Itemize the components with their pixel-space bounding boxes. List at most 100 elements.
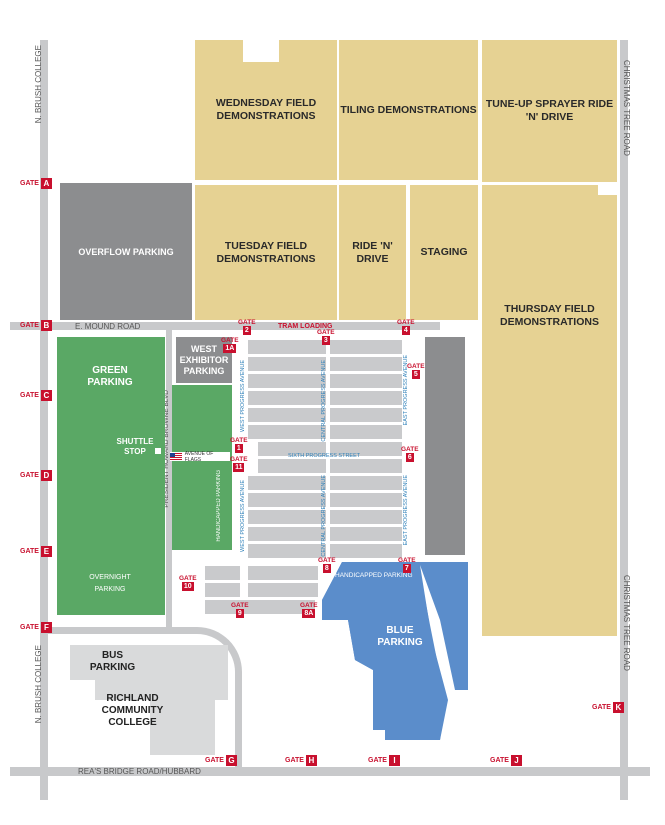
tiling-field: TILING DEMONSTRATIONS — [339, 40, 478, 180]
gate-word: GATE — [20, 472, 39, 479]
gate-badge: 1A — [223, 344, 237, 353]
gate-word: GATE — [20, 624, 39, 631]
overflow-parking: OVERFLOW PARKING — [60, 183, 192, 320]
reas-road-label: REA'S BRIDGE ROAD/HUBBARD — [78, 767, 201, 776]
gate-word: GATE — [397, 319, 415, 326]
handicapped-parking-west — [172, 385, 232, 550]
curve-road — [160, 627, 242, 772]
exhibit-lot-row — [248, 493, 326, 507]
gate-word: GATE — [592, 704, 611, 711]
gate-badge: K — [612, 702, 624, 713]
exhibit-lot-row — [330, 544, 402, 558]
christmas-tree-label-bottom: CHRISTMAS TREE ROAD — [622, 575, 631, 671]
president-blvd-road — [166, 330, 172, 630]
exhibit-lot-row — [205, 583, 240, 597]
gate-word: GATE — [401, 446, 419, 453]
shuttle-stop-label: SHUTTLE STOP — [116, 437, 154, 456]
gate-badge: 11 — [233, 463, 245, 472]
exhibit-lot-row — [330, 391, 402, 405]
gate-badge: C — [40, 390, 52, 401]
gate-badge: J — [510, 755, 522, 766]
avenue-of-flags-label: AVENUE OF FLAGS — [184, 450, 214, 463]
gate-badge: B — [40, 320, 52, 331]
exhibit-lot-row — [258, 459, 326, 473]
gate-badge: A — [40, 178, 52, 189]
gate-word: GATE — [490, 757, 509, 764]
gate-badge: I — [388, 755, 400, 766]
green-parking-label: GREEN PARKING — [87, 365, 133, 388]
exhibit-lot-row — [330, 357, 402, 371]
gate-word: GATE — [205, 757, 224, 764]
ride-n-drive-field: RIDE 'N' DRIVE — [339, 185, 406, 320]
gate-word: GATE — [20, 548, 39, 555]
gate-badge: 9 — [235, 609, 244, 618]
gate-badge: E — [40, 546, 52, 557]
gate-word: GATE — [368, 757, 387, 764]
gate-word: GATE — [230, 437, 248, 444]
gate-badge: 10 — [181, 582, 194, 591]
exhibit-lot-row — [330, 527, 402, 541]
exhibit-lot-row — [330, 340, 402, 354]
exhibit-lot-row — [248, 583, 318, 597]
exhibit-lot-row — [248, 527, 326, 541]
bus-parking-label: BUS PARKING — [89, 650, 136, 673]
handicapped-south-label: HANDICAPPED PARKING — [335, 572, 413, 579]
exhibit-lot-row — [248, 408, 326, 422]
exhibit-lot-row — [330, 459, 402, 473]
gate-word: GATE — [285, 757, 304, 764]
gate-badge: 8 — [322, 564, 331, 573]
exhibit-lot-row — [248, 566, 318, 580]
exhibit-lot-row — [330, 493, 402, 507]
gate-word: GATE — [179, 575, 197, 582]
exhibit-lot-row — [205, 600, 315, 614]
gate-word: GATE — [230, 456, 248, 463]
exhibit-lot-row — [330, 425, 402, 439]
notch — [243, 40, 279, 62]
exhibit-lot-row — [248, 544, 326, 558]
blue-parking-label: BLUE PARKING — [377, 625, 423, 648]
tram-loading-label: TRAM LOADING — [278, 323, 333, 330]
gate-badge: 1 — [234, 444, 243, 453]
gate-word: GATE — [317, 329, 335, 336]
east-exhibit-lot — [425, 337, 465, 555]
gate-badge: 4 — [401, 326, 410, 335]
exhibit-lot-row — [248, 340, 326, 354]
exhibit-lot-row — [248, 476, 326, 490]
exhibit-lot-row — [258, 442, 326, 456]
gate-word: GATE — [238, 319, 256, 326]
gate-word: GATE — [221, 337, 239, 344]
exhibit-lot-row — [330, 442, 402, 456]
gate-word: GATE — [407, 363, 425, 370]
thursday-field: THURSDAY FIELD DEMONSTRATIONS — [482, 185, 617, 636]
gate-word: GATE — [398, 557, 416, 564]
exhibit-lot-row — [330, 476, 402, 490]
e-mound-road — [10, 322, 440, 330]
shuttle-stop-icon — [155, 448, 161, 454]
exhibit-lot-row — [248, 391, 326, 405]
